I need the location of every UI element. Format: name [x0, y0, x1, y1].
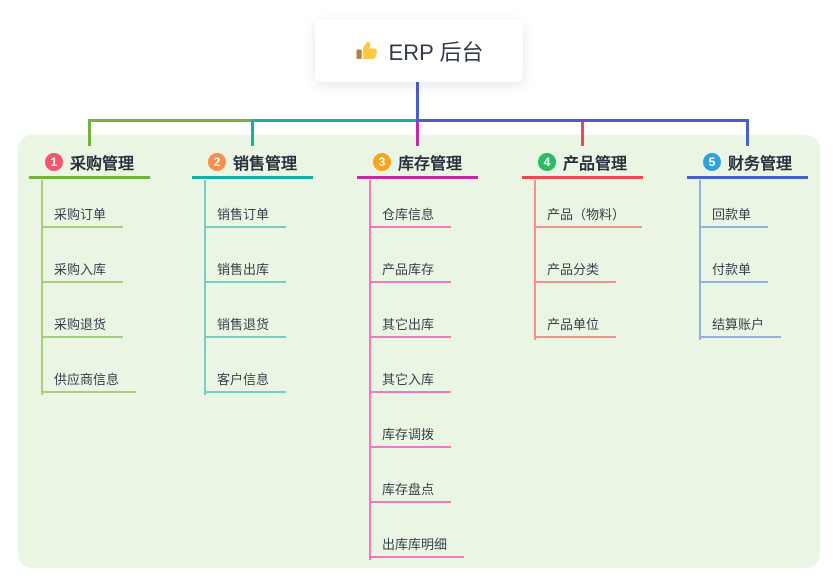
child-node[interactable]: 采购订单 [41, 202, 124, 228]
child-node[interactable]: 其它入库 [369, 367, 452, 393]
branch-spine-line [699, 179, 701, 340]
branch-number-badge: 5 [702, 152, 721, 171]
branch-number-badge: 2 [207, 152, 226, 171]
branch-number-badge: 4 [537, 152, 556, 171]
branch-label: 销售管理 [232, 155, 297, 173]
bus-segment-teal [250, 118, 420, 122]
branch-drop-line [415, 122, 420, 146]
branch-label: 财务管理 [727, 155, 792, 173]
branches-panel [18, 135, 820, 568]
branch-drop-line [580, 122, 585, 146]
child-node[interactable]: 销售订单 [204, 202, 287, 228]
child-node[interactable]: 产品单位 [534, 312, 617, 338]
bus-segment-green [87, 118, 255, 122]
branch-spine-line [204, 179, 206, 395]
branch-label: 库存管理 [397, 155, 462, 173]
branch-spine-line [41, 179, 43, 395]
child-node[interactable]: 采购退货 [41, 312, 124, 338]
child-node[interactable]: 回款单 [699, 202, 769, 228]
branch-drop-line [250, 118, 255, 146]
child-node[interactable]: 销售出库 [204, 257, 287, 283]
child-node[interactable]: 库存盘点 [369, 477, 452, 503]
child-node[interactable]: 供应商信息 [41, 367, 137, 393]
child-node[interactable]: 客户信息 [204, 367, 287, 393]
thumbs-up-icon [355, 39, 379, 63]
child-node[interactable]: 出库库明细 [369, 532, 465, 558]
branch-label: 产品管理 [562, 155, 627, 173]
branch-header[interactable]: 4 产品管理 [522, 147, 643, 179]
branch-number-badge: 3 [372, 152, 391, 171]
root-label: ERP 后台 [388, 40, 484, 65]
child-node[interactable]: 产品库存 [369, 257, 452, 283]
root-node[interactable]: ERP 后台 [315, 20, 523, 82]
child-node[interactable]: 付款单 [699, 257, 769, 283]
child-node[interactable]: 销售退货 [204, 312, 287, 338]
branch-header[interactable]: 2 销售管理 [192, 147, 313, 179]
child-node[interactable]: 结算账户 [699, 312, 782, 338]
branch-spine-line [534, 179, 536, 340]
branch-drop-line [745, 118, 750, 146]
branch-header[interactable]: 5 财务管理 [687, 147, 808, 179]
branch-spine-line [369, 179, 371, 560]
child-node[interactable]: 采购入库 [41, 257, 124, 283]
branch-drop-line [87, 118, 92, 146]
child-node[interactable]: 仓库信息 [369, 202, 452, 228]
child-node[interactable]: 产品分类 [534, 257, 617, 283]
child-node[interactable]: 产品（物料） [534, 202, 643, 228]
bus-segment-blue [415, 118, 750, 122]
child-node[interactable]: 其它出库 [369, 312, 452, 338]
branch-number-badge: 1 [44, 152, 63, 171]
branch-label: 采购管理 [69, 155, 134, 173]
branch-header[interactable]: 1 采购管理 [29, 147, 150, 179]
child-node[interactable]: 库存调拨 [369, 422, 452, 448]
root-connector-line [415, 82, 420, 122]
branch-header[interactable]: 3 库存管理 [357, 147, 478, 179]
